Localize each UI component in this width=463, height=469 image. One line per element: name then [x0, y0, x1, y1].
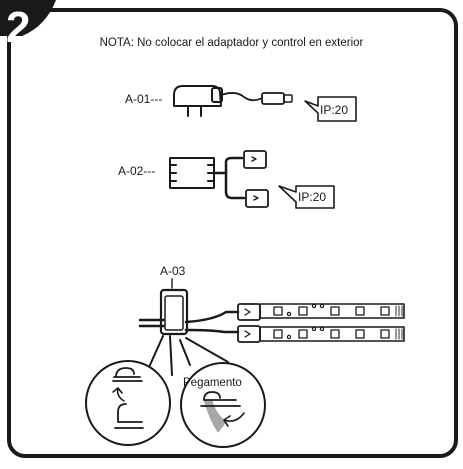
- controller-ip-rating: IP:20: [298, 190, 327, 204]
- power-adapter-icon: [173, 85, 293, 117]
- adapter-ip-rating: IP:20: [320, 103, 349, 117]
- ip-callout-1: [304, 96, 357, 122]
- glue-strip-icon: [203, 399, 227, 433]
- note-text: NOTA: No colocar el adaptador y control …: [99, 37, 364, 49]
- controller-label: A-02---: [118, 164, 156, 178]
- connector-label: A-03: [160, 264, 186, 278]
- ip-callout-2: [278, 185, 335, 209]
- led-strip-1: [237, 303, 405, 321]
- wires: [138, 310, 240, 334]
- step-badge: [0, 0, 56, 36]
- detail-bubble-clip-steps: [85, 335, 173, 446]
- step-number: 2: [6, 3, 31, 52]
- glue-label: Pegamento: [183, 377, 242, 389]
- adapter-label: A-01---: [125, 92, 163, 106]
- detail-bubble-glue: [179, 337, 266, 448]
- connector-clip-icon: [159, 288, 189, 336]
- controller-icon: [169, 150, 269, 208]
- outer-frame: [7, 8, 458, 458]
- led-strip-2: [237, 325, 405, 343]
